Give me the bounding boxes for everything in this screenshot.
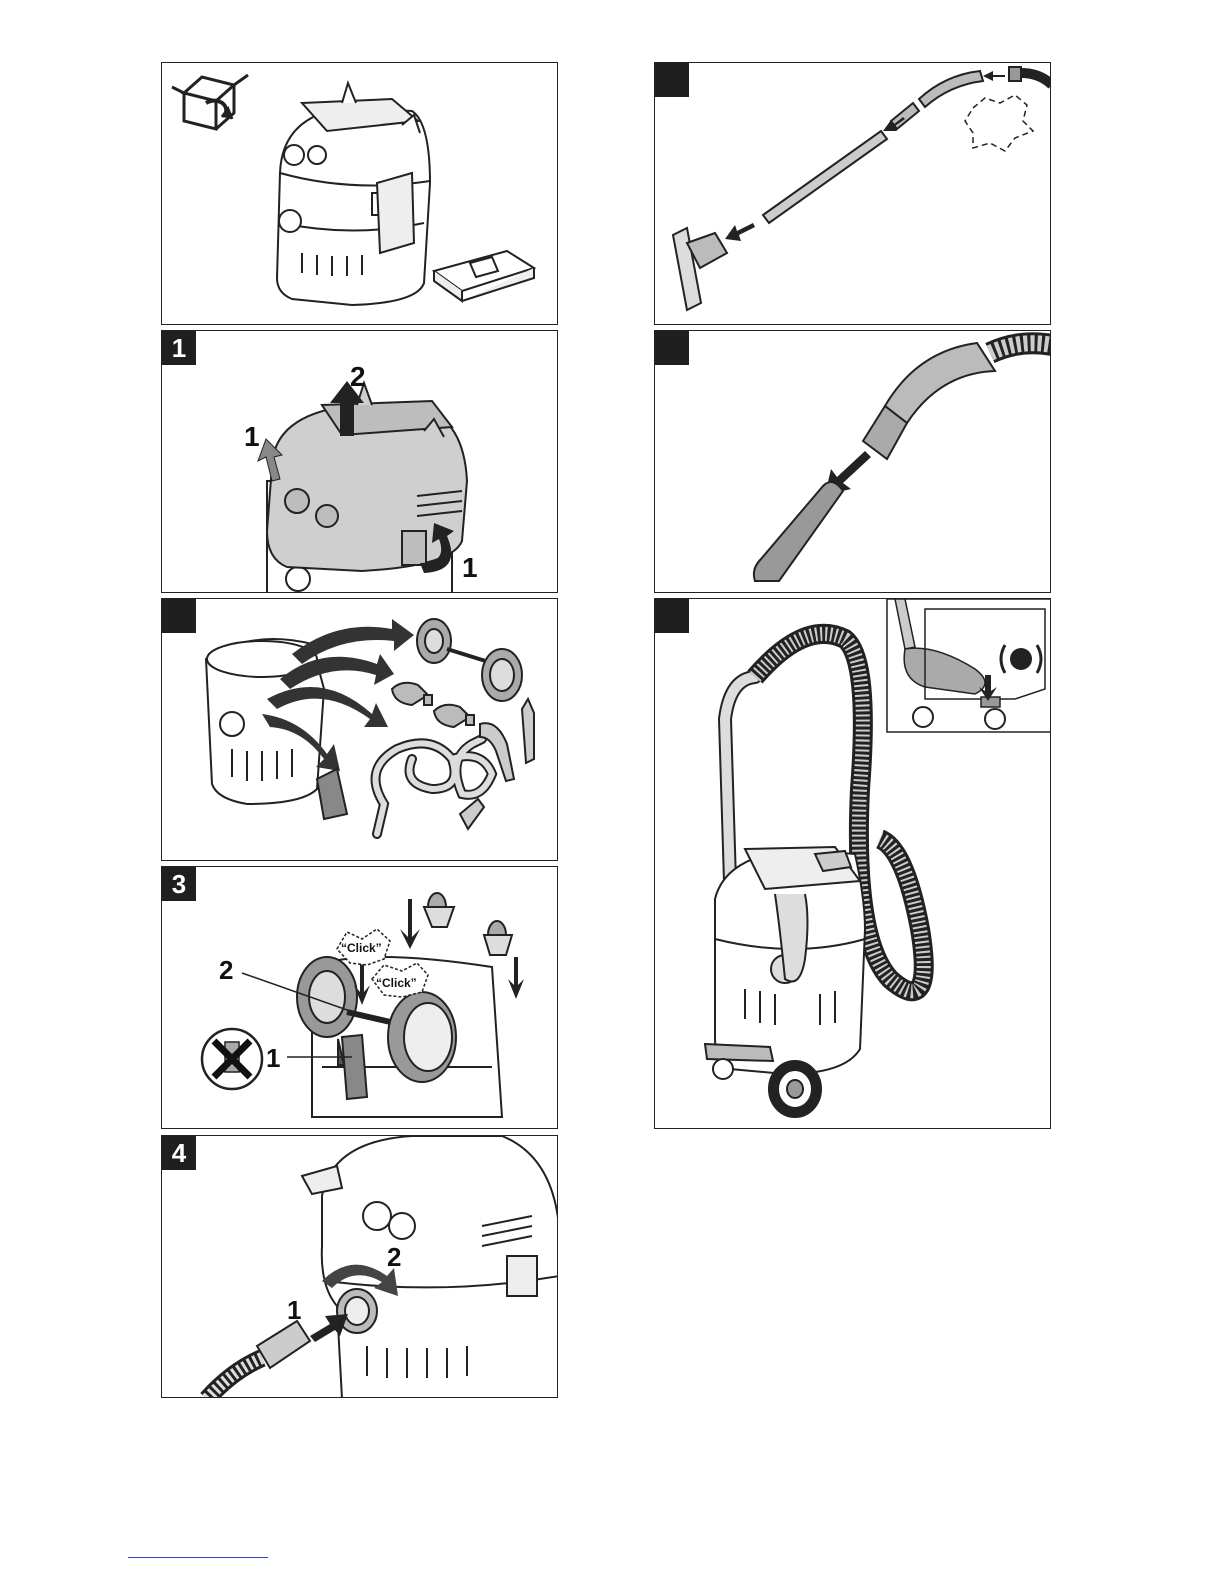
- panel-step-6: [654, 330, 1051, 593]
- tube-assembly-illustration: [655, 63, 1051, 325]
- panel-unpack: [161, 62, 558, 325]
- panel-step-2: [161, 598, 558, 861]
- tube-lower-drawing: [763, 131, 887, 223]
- panel-step-7: [654, 598, 1051, 1129]
- tube-upper-drawing: [891, 71, 983, 129]
- unpack-illustration: [162, 63, 558, 325]
- crevice-nozzle-drawing: [754, 482, 843, 581]
- step-label-2: 2: [387, 1242, 401, 1272]
- vacuum-cleaner-drawing: [277, 83, 430, 305]
- panel-step-3: 3 “Click”: [161, 866, 558, 1129]
- accessories-illustration: [162, 599, 558, 861]
- crevice-nozzle-illustration: [655, 331, 1051, 593]
- step-label-2: 2: [219, 955, 233, 985]
- vacuum-body-drawing: [715, 847, 865, 1074]
- panel-step-1: 1 2 1 1: [161, 330, 558, 593]
- panel-badge: [162, 599, 196, 633]
- click-text-2: “Click”: [376, 976, 417, 990]
- floor-nozzle-drawing: [705, 1044, 773, 1061]
- panel-badge: [655, 331, 689, 365]
- vacuum-top-drawing: [302, 1136, 558, 1398]
- footer-link-underline: [128, 1557, 268, 1558]
- castor-drawings: [392, 683, 474, 727]
- assembled-vacuum-illustration: [655, 599, 1051, 1129]
- filter-tray-drawing: [434, 251, 534, 301]
- click-text-1: “Click”: [341, 941, 382, 955]
- remove-head-illustration: 2 1 1: [162, 331, 558, 593]
- panel-step-4: 4 1 2: [161, 1135, 558, 1398]
- arrow-hose-icon: [983, 71, 1005, 81]
- step-label-1: 1: [266, 1043, 280, 1073]
- hose-end-drawing: [990, 343, 1051, 353]
- panel-badge: 4: [162, 1136, 196, 1170]
- step-label-1: 1: [244, 421, 260, 452]
- click-burst: [965, 95, 1033, 151]
- panel-badge: [655, 599, 689, 633]
- unpack-box-icon: [172, 75, 248, 129]
- step-label-1: 1: [287, 1295, 301, 1325]
- brake-inset: [887, 599, 1051, 732]
- hose-end-drawing: [207, 1321, 310, 1398]
- step-label-1b: 1: [462, 552, 478, 583]
- wheel-mount-illustration: “Click” “Click” 2 1: [162, 867, 558, 1129]
- floor-nozzle-drawing: [673, 228, 727, 310]
- nozzle-drawings: [317, 699, 534, 829]
- panel-badge: [655, 63, 689, 97]
- arrow-nozzle-icon: [725, 223, 755, 241]
- wheels-axle-drawing: [417, 619, 522, 701]
- hose-connect-illustration: 1 2: [162, 1136, 558, 1398]
- panel-badge: 3: [162, 867, 196, 901]
- castors-drawing: [424, 893, 512, 955]
- elbow-tube-drawing: [863, 343, 995, 459]
- step-label-2: 2: [350, 361, 366, 392]
- panel-badge: 1: [162, 331, 196, 365]
- panel-step-5: [654, 62, 1051, 325]
- hose-connector-drawing: [1009, 67, 1051, 85]
- no-screw-icon: [202, 1029, 262, 1089]
